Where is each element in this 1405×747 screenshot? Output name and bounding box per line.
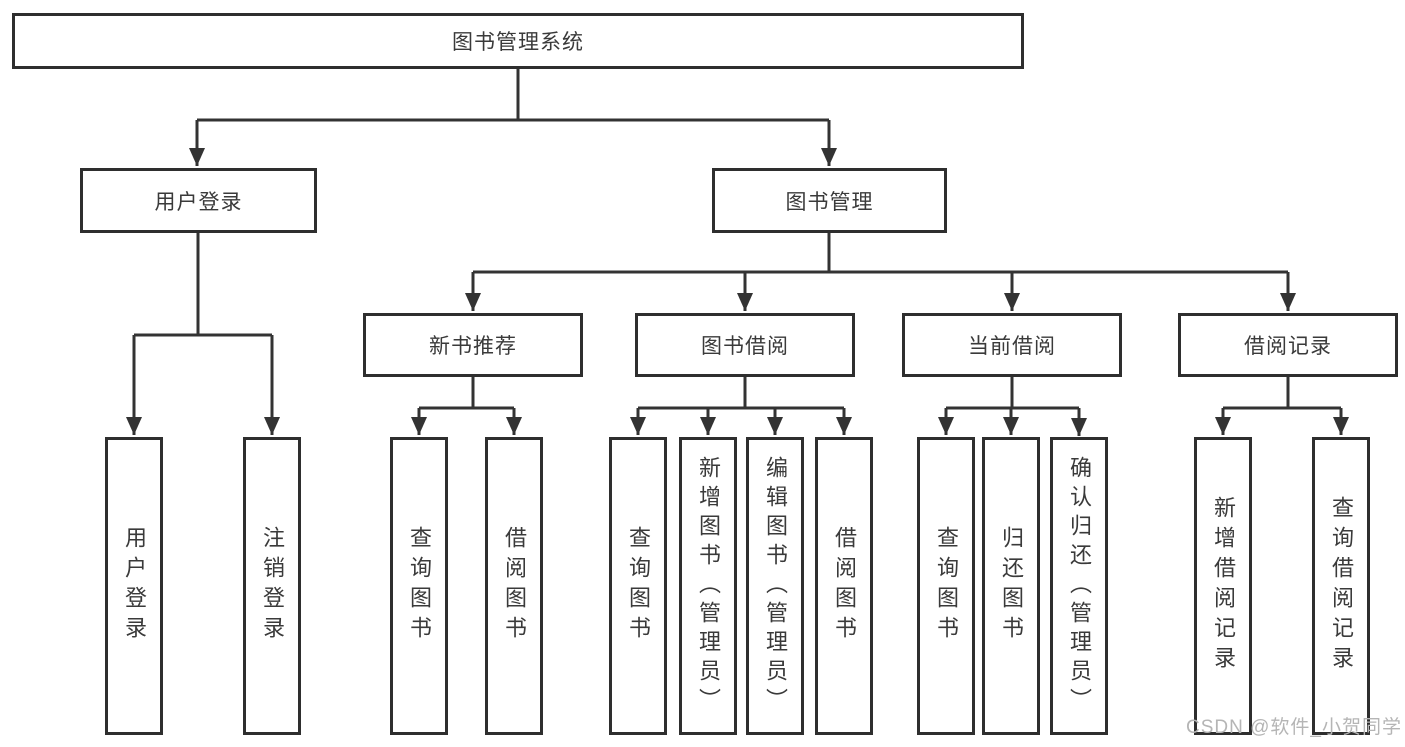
- leaf-edit-book-admin: 编辑图书（管理员）: [746, 437, 804, 735]
- node-label: 查询图书: [626, 526, 651, 646]
- node-library-system: 图书管理系统: [12, 13, 1024, 69]
- node-user-login: 用户登录: [80, 168, 317, 233]
- node-label: 查询图书: [407, 526, 432, 646]
- csdn-watermark: CSDN @软件_小贺同学: [1186, 717, 1402, 738]
- node-label: 图书管理: [785, 190, 874, 214]
- node-label: 借阅图书: [832, 526, 857, 646]
- node-label: 归还图书: [999, 526, 1024, 646]
- node-label: 新增图书（管理员）: [696, 455, 721, 717]
- node-new-book-recommend: 新书推荐: [363, 313, 583, 377]
- node-label: 用户登录: [122, 526, 147, 646]
- node-label: 新增借阅记录: [1211, 496, 1236, 676]
- node-book-management: 图书管理: [712, 168, 947, 233]
- node-label: 查询图书: [934, 526, 959, 646]
- leaf-confirm-return-admin: 确认归还（管理员）: [1050, 437, 1108, 735]
- node-current-borrow: 当前借阅: [902, 313, 1122, 377]
- node-label: 注销登录: [260, 526, 285, 646]
- leaf-return-book: 归还图书: [982, 437, 1040, 735]
- leaf-query-book: 查询图书: [609, 437, 667, 735]
- node-label: 当前借阅: [968, 335, 1056, 358]
- node-label: 查询借阅记录: [1329, 496, 1354, 676]
- leaf-borrow-book: 借阅图书: [815, 437, 873, 735]
- leaf-query-book-recommend: 查询图书: [390, 437, 448, 735]
- leaf-add-book-admin: 新增图书（管理员）: [679, 437, 737, 735]
- leaf-query-borrow-record: 查询借阅记录: [1312, 437, 1370, 735]
- leaf-logout: 注销登录: [243, 437, 301, 735]
- node-label: 用户登录: [154, 190, 243, 214]
- leaf-borrow-book-recommend: 借阅图书: [485, 437, 543, 735]
- node-label: 新书推荐: [429, 335, 517, 358]
- node-label: 图书借阅: [701, 335, 789, 358]
- leaf-add-borrow-record: 新增借阅记录: [1194, 437, 1252, 735]
- node-book-borrow: 图书借阅: [635, 313, 855, 377]
- leaf-user-login: 用户登录: [105, 437, 163, 735]
- node-label: 确认归还（管理员）: [1067, 455, 1092, 717]
- leaf-query-current: 查询图书: [917, 437, 975, 735]
- node-label: 编辑图书（管理员）: [763, 455, 788, 717]
- node-label: 借阅记录: [1244, 335, 1332, 358]
- node-label: 借阅图书: [502, 526, 527, 646]
- node-label: 图书管理系统: [452, 31, 584, 54]
- node-borrow-record: 借阅记录: [1178, 313, 1398, 377]
